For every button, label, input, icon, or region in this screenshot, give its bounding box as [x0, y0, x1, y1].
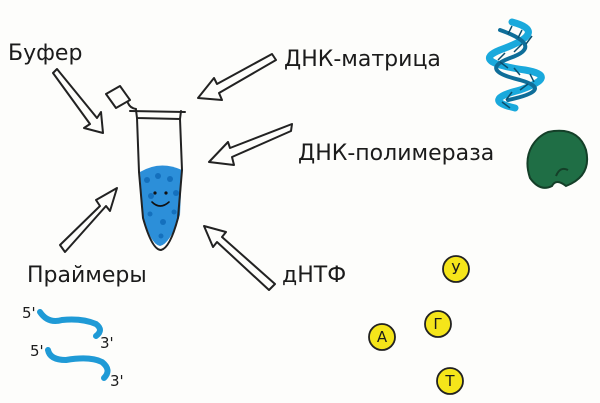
- primer-1: 5' 3': [22, 304, 114, 352]
- primers-label: Праймеры: [27, 263, 147, 288]
- nucleotide-g-label: Г: [433, 315, 442, 333]
- nucleotide-a-label: А: [377, 328, 388, 346]
- tube-cap: [105, 85, 131, 109]
- nucleotide-g: Г: [424, 310, 452, 338]
- nucleotide-u: У: [442, 255, 470, 283]
- dna-polymerase-label: ДНК-полимераза: [298, 141, 494, 166]
- polymerase-icon: [526, 129, 588, 189]
- nucleotide-t-label: Т: [444, 372, 455, 390]
- dna-template-label: ДНК-матрица: [284, 47, 441, 72]
- nucleotide-a: А: [368, 323, 396, 351]
- test-tube: [105, 85, 186, 251]
- arrow-buffer-to-tube: [52, 68, 104, 134]
- tube-body: [136, 117, 183, 251]
- primer-1-3prime: 3': [100, 334, 114, 352]
- tube-rim: [129, 110, 186, 113]
- nucleotide-u-label: У: [451, 260, 460, 278]
- arrow-template-to-tube: [197, 53, 277, 101]
- dna-helix-icon: [485, 18, 545, 112]
- primer-2-5prime: 5': [30, 342, 44, 360]
- primer-2: 5' 3': [30, 342, 124, 390]
- arrow-polymerase-to-tube: [208, 123, 293, 166]
- nucleotide-t: Т: [436, 367, 464, 395]
- arrow-dntp-to-tube: [203, 225, 276, 291]
- arrow-primers-to-tube: [59, 187, 118, 253]
- primer-1-5prime: 5': [22, 304, 36, 322]
- buffer-label: Буфер: [8, 41, 82, 66]
- dntp-label: дНТФ: [282, 263, 346, 288]
- liquid-speckles: [144, 173, 179, 239]
- primer-2-3prime: 3': [110, 372, 124, 390]
- tube-smiley: [151, 191, 170, 207]
